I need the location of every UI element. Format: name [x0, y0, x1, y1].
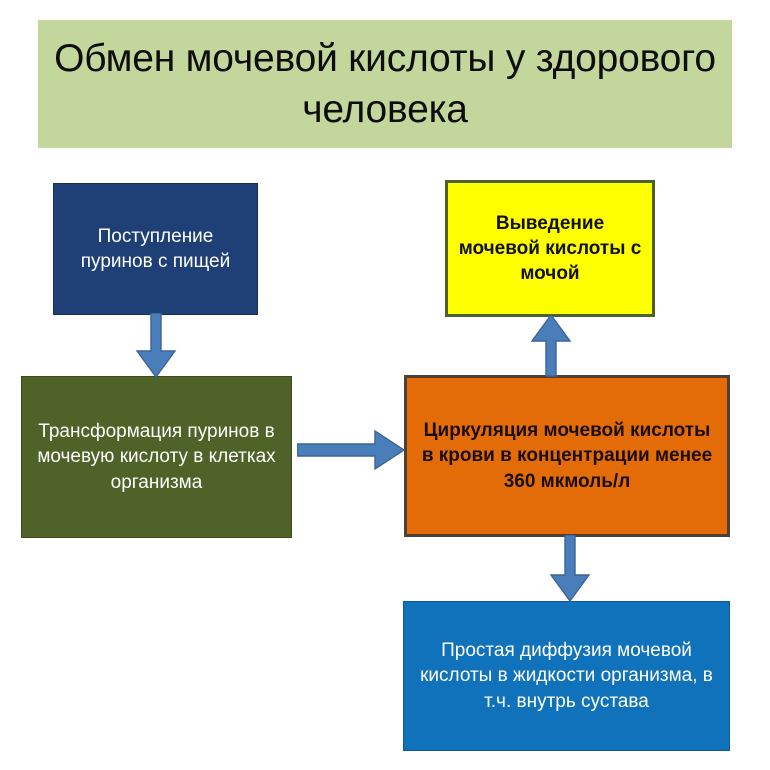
node-circulation-label: Циркуляция мочевой кислоты в крови в кон… — [421, 420, 713, 492]
node-circulation[interactable]: Циркуляция мочевой кислоты в крови в кон… — [404, 375, 730, 537]
node-diffusion-label: Простая диффузия мочевой кислоты в жидко… — [420, 640, 713, 712]
node-intake[interactable]: Поступление пуринов с пищей — [53, 183, 258, 315]
node-transform-label: Трансформация пуринов в мочевую кислоту … — [37, 421, 276, 493]
arrow-down-icon-intake-to-transform — [133, 313, 179, 379]
arrow-down-icon-circulation-to-diffusion — [547, 535, 593, 603]
page-title: Обмен мочевой кислоты у здорового челове… — [38, 20, 732, 148]
node-diffusion[interactable]: Простая диффузия мочевой кислоты в жидко… — [403, 601, 730, 751]
node-intake-label: Поступление пуринов с пищей — [80, 225, 231, 272]
arrow-up-icon-circulation-to-excretion — [528, 315, 574, 377]
node-excretion[interactable]: Выведение мочевой кислоты с мочой — [445, 180, 655, 317]
node-transform[interactable]: Трансформация пуринов в мочевую кислоту … — [21, 376, 292, 538]
page-title-text: Обмен мочевой кислоты у здорового челове… — [54, 36, 716, 131]
node-excretion-label: Выведение мочевой кислоты с мочой — [458, 212, 642, 285]
arrow-right-icon-transform-to-circulation — [297, 428, 407, 472]
